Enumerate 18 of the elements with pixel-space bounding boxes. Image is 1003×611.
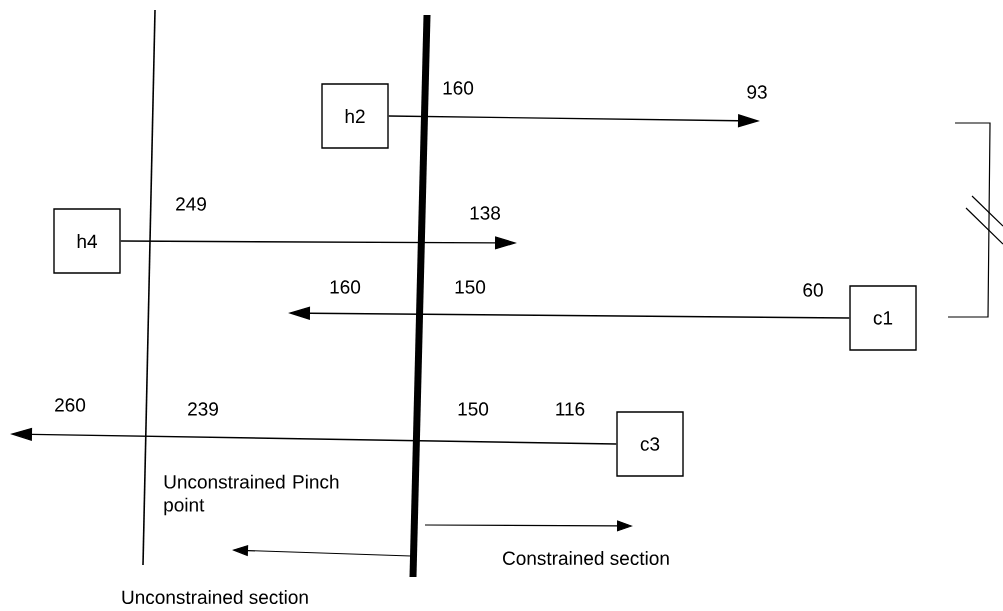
stream-box: c3 <box>616 411 684 477</box>
stream-box: c1 <box>849 285 917 351</box>
temperature-label: 116 <box>556 402 585 416</box>
stream-box: h4 <box>53 208 121 274</box>
temperature-label: 93 <box>747 85 767 99</box>
section-label: Constrained section <box>503 551 669 565</box>
section-label: Unconstrained section <box>122 590 308 604</box>
temperature-label: 160 <box>330 280 361 294</box>
temperature-label: 260 <box>55 398 86 412</box>
temperature-label: 249 <box>176 197 206 211</box>
temperature-label: 160 <box>443 81 474 95</box>
temperature-label: 60 <box>803 283 823 297</box>
temperature-label: 239 <box>188 402 218 416</box>
temperature-label: 138 <box>470 206 500 220</box>
stream-box: h2 <box>321 83 389 149</box>
temperature-label: 150 <box>455 280 486 294</box>
section-label: Unconstrained Pinch point <box>164 474 339 516</box>
temperature-label: 150 <box>458 402 489 416</box>
